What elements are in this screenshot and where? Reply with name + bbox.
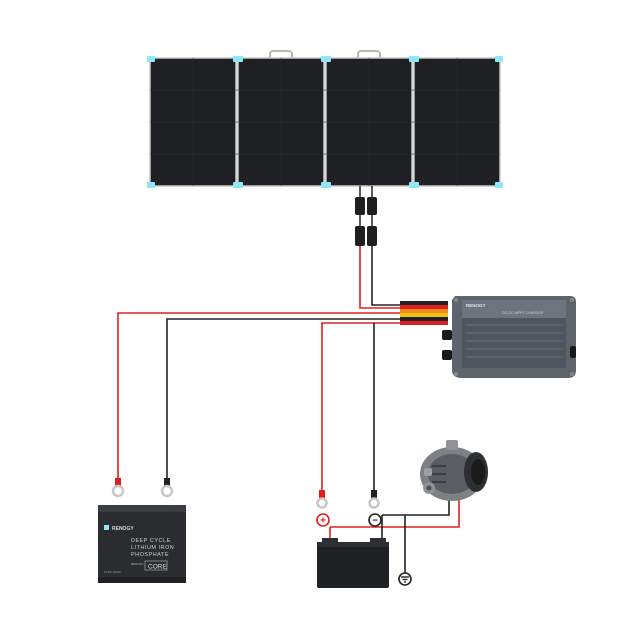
- svg-text:−: −: [372, 516, 378, 527]
- battery-badge-frame: [144, 560, 168, 571]
- alternator-vents: [430, 465, 446, 483]
- dc-dc-charger-icon: RENOGY DC-DC MPPT CHARGER: [442, 296, 576, 378]
- ground-icon: [398, 572, 412, 586]
- controller-subtitle: DC-DC MPPT CHARGER: [502, 311, 544, 315]
- starter-terminal-positive: +: [316, 490, 330, 527]
- charger-heatsink-fins: [466, 324, 562, 358]
- battery-badge: CORE: [148, 564, 167, 571]
- house-battery-terminals: [111, 478, 174, 498]
- panel-cell-grid: [150, 58, 500, 186]
- mc4-connector-bottom: [355, 226, 377, 246]
- negative-icon: −: [368, 513, 382, 527]
- alternator-icon: [420, 440, 488, 501]
- battery-brand: RENOGY: [112, 526, 134, 532]
- starter-battery-icon: [317, 538, 389, 588]
- wire-alternator-negative: [382, 500, 450, 516]
- wire-alternator-positive: [330, 500, 460, 528]
- solar-panel-array: [147, 50, 503, 188]
- wire-house-battery-negative: [166, 318, 445, 485]
- cable-harness: [400, 301, 448, 325]
- panel-corner-brackets: [147, 56, 503, 188]
- alternator-mount: [446, 440, 458, 450]
- battery-line2: LITHIUM IRON: [131, 545, 174, 551]
- charger-port-2: [442, 350, 452, 360]
- charger-port-3: [570, 346, 576, 358]
- charger-port-1: [442, 330, 452, 340]
- battery-line3: PHOSPHATE: [131, 552, 169, 558]
- ring-terminal-negative: [160, 478, 174, 498]
- wire-house-battery-positive: [117, 312, 445, 485]
- starter-terminal-negative: −: [368, 490, 382, 527]
- battery-badge-prefix: RENOGY: [131, 562, 144, 566]
- lithium-battery-icon: RENOGY DEEP CYCLE LITHIUM IRON PHOSPHATE…: [98, 505, 186, 583]
- battery-line1: DEEP CYCLE: [131, 538, 171, 544]
- controller-brand: RENOGY: [466, 303, 486, 308]
- battery-spec: 12.8V 100Ah: [104, 570, 122, 574]
- renogy-logo-icon: [104, 525, 109, 530]
- ring-terminal-positive: [111, 478, 125, 498]
- mc4-connector-top: [355, 197, 377, 215]
- wire-solar-negative: [371, 246, 445, 306]
- svg-text:+: +: [320, 516, 326, 527]
- mc4-connectors: [355, 186, 377, 246]
- positive-icon: +: [316, 513, 330, 527]
- solar-panel-icon: [149, 57, 501, 187]
